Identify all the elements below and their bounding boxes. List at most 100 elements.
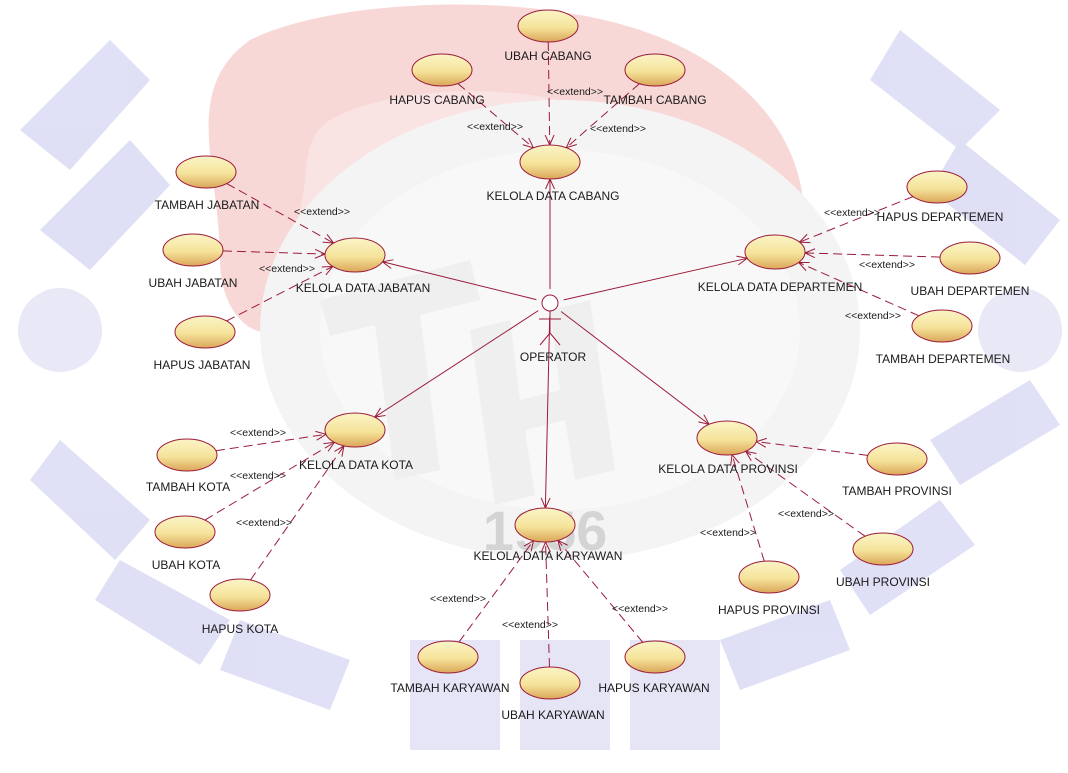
use-case-label-hapus-karyawan: HAPUS KARYAWAN [598, 681, 709, 695]
use-case-provinsi[interactable]: KELOLA DATA PROVINSI [658, 420, 798, 476]
extend-label-hapus-cabang: <<extend>> [467, 121, 523, 133]
extend-line-tambah-kota [215, 433, 327, 452]
use-case-ubah-jabatan[interactable]: UBAH JABATAN [149, 233, 238, 290]
extend-label-hapus-karyawan: <<extend>> [612, 603, 668, 615]
use-case-ellipse-tambah-provinsi [866, 442, 928, 476]
use-case-ellipse-tambah-karyawan [417, 640, 479, 674]
extend-arrowhead-hapus-jabatan [321, 265, 334, 276]
extend-arrowhead-tambah-departemen [797, 261, 810, 271]
use-case-tambah-cabang[interactable]: TAMBAH CABANG [603, 53, 707, 107]
extend-line-ubah-karyawan [545, 541, 550, 668]
use-case-label-hapus-kota: HAPUS KOTA [202, 622, 278, 636]
extend-line-tambah-karyawan [458, 540, 534, 643]
use-case-ellipse-cabang [519, 144, 581, 180]
use-case-label-kota: KELOLA DATA KOTA [299, 458, 413, 472]
use-case-label-ubah-jabatan: UBAH JABATAN [149, 276, 238, 290]
use-case-ellipse-tambah-cabang [624, 53, 686, 87]
use-case-hapus-departemen[interactable]: HAPUS DEPARTEMEN [877, 170, 1004, 224]
extend-arrowhead-ubah-jabatan [314, 248, 327, 259]
use-case-ellipse-hapus-kota [209, 578, 271, 612]
extend-label-hapus-kota: <<extend>> [236, 517, 292, 529]
use-case-kota[interactable]: KELOLA DATA KOTA [299, 412, 413, 472]
use-case-tambah-jabatan[interactable]: TAMBAH JABATAN [155, 155, 260, 212]
use-case-ubah-provinsi[interactable]: UBAH PROVINSI [836, 532, 930, 589]
use-case-cabang[interactable]: KELOLA DATA CABANG [487, 144, 620, 203]
use-case-jabatan[interactable]: KELOLA DATA JABATAN [296, 237, 431, 295]
use-case-ellipse-hapus-departemen [906, 170, 968, 204]
extend-line-hapus-jabatan [226, 265, 333, 322]
association-karyawan [544, 316, 551, 509]
use-case-label-hapus-provinsi: HAPUS PROVINSI [718, 603, 820, 617]
use-case-label-ubah-kota: UBAH KOTA [152, 558, 220, 572]
actor-operator[interactable]: OPERATOR [520, 294, 587, 364]
extend-labels: <<extend>> <<extend>> <<extend>> <<extend>>… [230, 86, 915, 631]
use-case-hapus-provinsi[interactable]: HAPUS PROVINSI [718, 560, 820, 617]
use-case-ellipse-ubah-departemen [939, 241, 1001, 275]
extend-line-tambah-jabatan [226, 183, 334, 244]
actor-left-leg [539, 332, 551, 346]
extend-label-hapus-departemen: <<extend>> [824, 207, 880, 219]
extend-label-ubah-karyawan: <<extend>> [502, 619, 558, 631]
extend-label-ubah-cabang: <<extend>> [547, 86, 603, 98]
use-case-ellipse-hapus-provinsi [738, 560, 800, 594]
extend-label-tambah-kota: <<extend>> [230, 427, 286, 439]
use-case-hapus-cabang[interactable]: HAPUS CABANG [389, 53, 485, 107]
use-case-tambah-kota[interactable]: TAMBAH KOTA [146, 438, 230, 494]
use-case-ubah-kota[interactable]: UBAH KOTA [152, 515, 220, 572]
use-case-hapus-jabatan[interactable]: HAPUS JABATAN [154, 315, 251, 372]
use-case-label-jabatan: KELOLA DATA JABATAN [296, 281, 431, 295]
extend-line-ubah-cabang [547, 41, 551, 146]
association-jabatan [382, 261, 537, 301]
actor-label: OPERATOR [520, 350, 587, 364]
use-case-tambah-departemen[interactable]: TAMBAH DEPARTEMEN [876, 309, 1011, 366]
use-case-ubah-departemen[interactable]: UBAH DEPARTEMEN [911, 241, 1030, 298]
actor-head [541, 294, 559, 312]
use-case-ellipse-hapus-cabang [411, 53, 473, 87]
use-case-label-tambah-departemen: TAMBAH DEPARTEMEN [876, 352, 1011, 366]
use-case-ellipse-kota [324, 412, 386, 448]
use-case-label-cabang: KELOLA DATA CABANG [487, 189, 620, 203]
use-case-nodes: KELOLA DATA CABANG KELOLA DATA JABATAN KEL… [146, 9, 1030, 722]
use-case-karyawan[interactable]: KELOLA DATA KARYAWAN [474, 507, 623, 563]
use-case-ellipse-karyawan [514, 507, 576, 543]
extend-line-tambah-departemen [798, 262, 920, 317]
use-case-ellipse-departemen [744, 234, 806, 270]
use-case-ellipse-tambah-jabatan [175, 155, 237, 189]
association-kota [374, 310, 539, 418]
extend-label-tambah-jabatan: <<extend>> [294, 206, 350, 218]
use-case-departemen[interactable]: KELOLA DATA DEPARTEMEN [698, 234, 863, 294]
extend-label-ubah-departemen: <<extend>> [859, 259, 915, 271]
extend-label-tambah-departemen: <<extend>> [845, 310, 901, 322]
extend-line-ubah-kota [204, 441, 335, 521]
extend-line-ubah-jabatan [222, 250, 326, 255]
extend-label-hapus-provinsi: <<extend>> [700, 527, 756, 539]
use-case-ellipse-ubah-kota [154, 515, 216, 549]
use-case-ellipse-hapus-karyawan [624, 640, 686, 674]
use-case-hapus-kota[interactable]: HAPUS KOTA [202, 578, 278, 636]
use-case-ellipse-hapus-jabatan [174, 315, 236, 349]
use-case-label-hapus-jabatan: HAPUS JABATAN [154, 358, 251, 372]
use-case-label-tambah-karyawan: TAMBAH KARYAWAN [390, 681, 509, 695]
extend-line-ubah-departemen [804, 252, 941, 258]
extend-line-hapus-cabang [457, 83, 534, 149]
use-case-label-provinsi: KELOLA DATA PROVINSI [658, 462, 798, 476]
use-case-label-ubah-provinsi: UBAH PROVINSI [836, 575, 930, 589]
use-case-ubah-karyawan[interactable]: UBAH KARYAWAN [501, 666, 605, 722]
use-case-tambah-karyawan[interactable]: TAMBAH KARYAWAN [390, 640, 510, 695]
extend-line-tambah-cabang [565, 83, 640, 149]
association-provinsi [560, 311, 710, 425]
use-case-label-tambah-kota: TAMBAH KOTA [146, 480, 230, 494]
actor-layer: OPERATOR [520, 294, 587, 364]
actor-right-leg [549, 332, 561, 346]
association-departemen [563, 257, 748, 301]
use-case-ubah-cabang[interactable]: UBAH CABANG [504, 9, 592, 63]
use-case-ellipse-ubah-karyawan [519, 666, 581, 700]
extend-line-hapus-departemen [799, 196, 914, 243]
use-case-tambah-provinsi[interactable]: TAMBAH PROVINSI [842, 442, 952, 498]
use-case-ellipse-tambah-departemen [911, 309, 973, 343]
use-case-ellipse-tambah-kota [156, 438, 218, 472]
use-case-label-hapus-departemen: HAPUS DEPARTEMEN [877, 210, 1004, 224]
use-case-hapus-karyawan[interactable]: HAPUS KARYAWAN [598, 640, 710, 695]
